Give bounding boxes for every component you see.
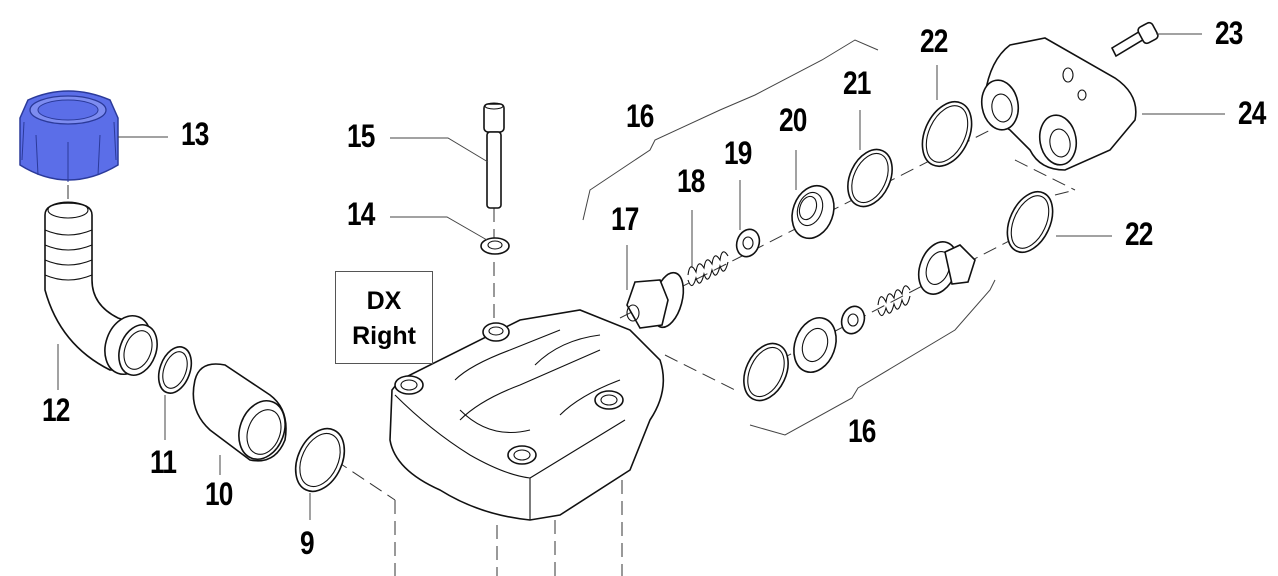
part-14-washer[interactable]	[480, 237, 510, 255]
part-9-o-ring[interactable]	[286, 421, 354, 499]
pump-head-body[interactable]	[389, 309, 665, 521]
part-17-valve-cage[interactable]	[626, 269, 689, 330]
callout-23: 23	[1215, 15, 1243, 51]
part-23-screw[interactable]	[1110, 21, 1159, 58]
callout-20: 20	[779, 102, 807, 138]
part-21-o-ring[interactable]	[839, 142, 901, 213]
part-19-valve-disc[interactable]	[733, 226, 763, 260]
part-18-spring[interactable]	[687, 251, 729, 287]
side-label: Right	[352, 322, 416, 350]
callout-22-top: 22	[920, 23, 948, 59]
callout-22-right: 22	[1125, 216, 1153, 252]
kit-16-brackets	[582, 39, 996, 436]
callout-13: 13	[181, 116, 209, 152]
callout-14: 14	[347, 196, 375, 232]
part-20-valve-seat[interactable]	[785, 180, 841, 244]
leader-lines	[57, 33, 1225, 520]
part-24-valve-cover[interactable]	[978, 37, 1137, 171]
callout-16-top: 16	[626, 98, 654, 134]
side-indicator-box: DX Right	[335, 271, 433, 364]
callout-21: 21	[843, 65, 871, 101]
callout-10: 10	[205, 476, 233, 512]
part-12-elbow[interactable]	[44, 201, 164, 381]
part-13-ring-nut[interactable]	[19, 90, 119, 182]
callout-17: 17	[611, 201, 639, 237]
callout-12: 12	[42, 392, 70, 428]
side-code: DX	[366, 287, 402, 315]
part-22-o-ring-lower[interactable]	[998, 185, 1061, 260]
part-11-o-ring[interactable]	[153, 342, 198, 397]
callout-24: 24	[1238, 95, 1266, 131]
lower-valve-set[interactable]	[735, 236, 976, 407]
part-10-fitting[interactable]	[192, 363, 293, 466]
callout-16-bottom: 16	[848, 413, 876, 449]
callout-18: 18	[677, 163, 705, 199]
callout-15: 15	[347, 118, 375, 154]
callout-11: 11	[150, 444, 177, 480]
callout-9: 9	[300, 525, 315, 561]
part-15-screw[interactable]	[483, 102, 505, 209]
part-22-o-ring-upper[interactable]	[913, 94, 982, 174]
callout-19: 19	[724, 135, 752, 171]
